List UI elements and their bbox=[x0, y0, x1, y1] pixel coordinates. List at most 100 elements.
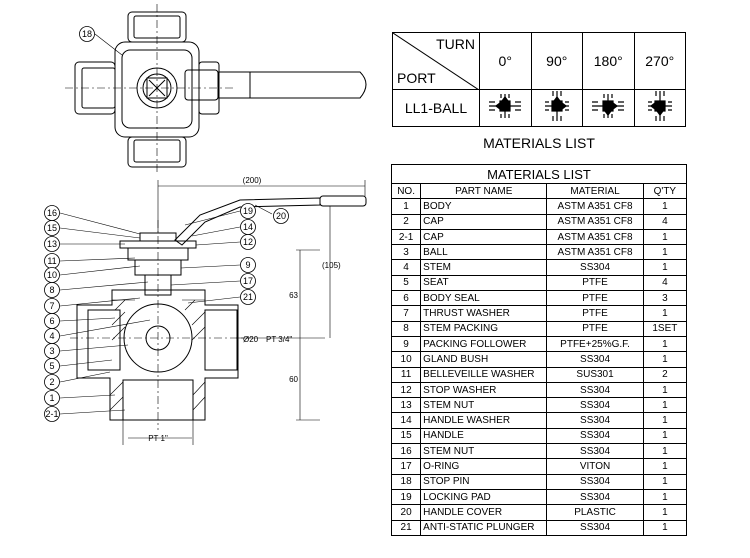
part-balloon: 21 bbox=[240, 289, 256, 305]
header-part-name: PART NAME bbox=[420, 182, 548, 200]
header-no: NO. bbox=[390, 182, 422, 200]
part-balloon: 12 bbox=[240, 234, 256, 250]
part-no: 13 bbox=[390, 397, 422, 414]
part-qty: 1 bbox=[642, 488, 688, 506]
part-name: STEM NUT bbox=[420, 443, 548, 460]
part-balloon-label: 20 bbox=[276, 211, 286, 221]
part-balloon-label: 11 bbox=[47, 256, 56, 266]
part-qty: 1 bbox=[642, 259, 688, 276]
part-qty: 1 bbox=[642, 427, 688, 445]
turn-port-corner: TURN PORT bbox=[392, 32, 480, 90]
materials-caption: MATERIALS LIST bbox=[483, 135, 595, 151]
part-name: ANTI-STATIC PLUNGER bbox=[420, 519, 548, 536]
part-qty: 1 bbox=[642, 519, 688, 536]
part-balloon: 11 bbox=[44, 253, 60, 269]
part-balloon-label: 1 bbox=[49, 393, 54, 403]
flow-symbol bbox=[489, 93, 522, 118]
angle-90: 90° bbox=[530, 32, 583, 90]
part-name: GLAND BUSH bbox=[420, 351, 548, 368]
part-balloon-label: 2 bbox=[49, 377, 54, 387]
part-qty: 1 bbox=[642, 443, 688, 460]
part-balloon: 15 bbox=[44, 220, 60, 236]
part-balloon: 6 bbox=[44, 313, 60, 329]
part-no: 7 bbox=[390, 305, 422, 322]
part-name: BODY bbox=[420, 198, 548, 215]
part-material: SS304 bbox=[546, 473, 644, 490]
part-no: 9 bbox=[390, 335, 422, 353]
angle-0: 0° bbox=[479, 32, 532, 90]
part-balloon: 17 bbox=[240, 273, 256, 289]
part-name: STOP WASHER bbox=[420, 381, 548, 399]
part-material: SS304 bbox=[546, 381, 644, 399]
dim-handle-length: (200) bbox=[243, 176, 262, 185]
part-balloon: 7 bbox=[44, 298, 60, 314]
dim-thread-bottom: PT 1" bbox=[148, 434, 168, 443]
part-no: 5 bbox=[390, 274, 422, 292]
part-balloon: 3 bbox=[44, 343, 60, 359]
part-qty: 4 bbox=[642, 274, 688, 292]
part-qty: 1 bbox=[642, 381, 688, 399]
part-material: ASTM A351 CF8 bbox=[546, 198, 644, 215]
angle-270: 270° bbox=[633, 32, 686, 90]
part-balloon: 16 bbox=[44, 205, 60, 221]
part-material: PLASTIC bbox=[546, 504, 644, 521]
part-no: 16 bbox=[390, 443, 422, 460]
part-no: 3 bbox=[390, 244, 422, 261]
part-material: SS304 bbox=[546, 351, 644, 368]
part-balloon: 2 bbox=[44, 374, 60, 390]
part-qty: 1 bbox=[642, 335, 688, 353]
part-balloon: 8 bbox=[44, 282, 60, 298]
part-name: STEM NUT bbox=[420, 397, 548, 414]
header-qty: Q'TY bbox=[642, 182, 688, 200]
part-qty: 1 bbox=[642, 397, 688, 414]
part-material: SS304 bbox=[546, 412, 644, 429]
part-qty: 1 bbox=[642, 351, 688, 368]
diagonal-divider bbox=[393, 33, 479, 90]
part-balloon: 20 bbox=[273, 208, 289, 224]
part-balloon: 5 bbox=[44, 358, 60, 374]
top-view bbox=[65, 4, 367, 175]
front-view bbox=[70, 195, 367, 430]
part-no: 14 bbox=[390, 412, 422, 429]
dim-lower: 60 bbox=[289, 375, 298, 384]
part-no: 11 bbox=[390, 366, 422, 383]
part-no: 19 bbox=[390, 488, 422, 506]
part-name: CAP bbox=[420, 213, 548, 230]
part-material: SUS301 bbox=[546, 366, 644, 383]
header-material: MATERIAL bbox=[546, 182, 644, 200]
part-balloon-label: 12 bbox=[243, 237, 253, 247]
part-name: O-RING bbox=[420, 458, 548, 475]
part-balloon-label: 14 bbox=[243, 222, 253, 232]
part-material: PTFE bbox=[546, 290, 644, 307]
part-balloon-label: 16 bbox=[47, 208, 57, 218]
part-material: PTFE+25%G.F. bbox=[546, 335, 644, 353]
part-balloon-label: 6 bbox=[49, 316, 54, 326]
part-material: SS304 bbox=[546, 259, 644, 276]
part-balloon: 10 bbox=[44, 267, 60, 283]
part-balloon-label: 3 bbox=[49, 346, 54, 356]
part-balloon-label: 15 bbox=[47, 223, 57, 233]
part-balloon-label: 21 bbox=[243, 292, 253, 302]
materials-table: MATERIALS LIST NO. PART NAME MATERIAL Q'… bbox=[390, 164, 688, 536]
flow-symbol-270 bbox=[633, 89, 686, 127]
part-name: HANDLE bbox=[420, 427, 548, 445]
part-name: LOCKING PAD bbox=[420, 488, 548, 506]
part-balloon-label: 9 bbox=[245, 260, 250, 270]
part-name: PACKING FOLLOWER bbox=[420, 335, 548, 353]
part-qty: 1 bbox=[642, 244, 688, 261]
